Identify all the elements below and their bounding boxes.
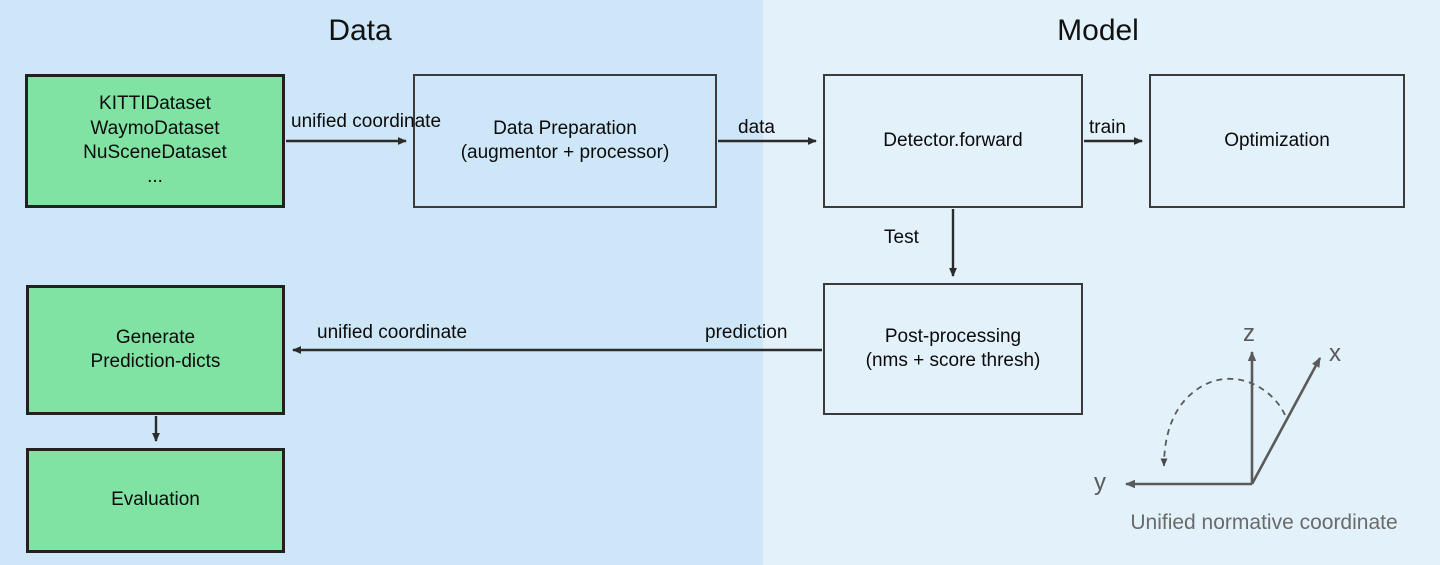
edge-label-train: train [1089, 117, 1126, 139]
node-evaluation[interactable]: Evaluation [26, 448, 285, 553]
node-post-processing-line-1: Post-processing [884, 325, 1022, 347]
edge-label-test: Test [884, 227, 919, 249]
model-section-background [763, 0, 1440, 565]
node-datasets-line-1: KITTIDataset [99, 93, 211, 115]
node-datasets[interactable]: KITTIDataset WaymoDataset NuSceneDataset… [25, 74, 285, 208]
edge-label-unified-top-line-2: coordinate [352, 111, 442, 132]
node-generate-line-1: Generate [115, 326, 196, 348]
node-post-processing[interactable]: Post-processing (nms + score thresh) [823, 283, 1083, 415]
node-optimization-line-1: Optimization [1224, 129, 1330, 151]
node-detector-forward-line-1: Detector.forward [883, 129, 1023, 151]
section-title-data: Data [328, 14, 392, 47]
coord-axis-label-y: y [1094, 469, 1106, 496]
node-generate-line-2: Prediction-dicts [90, 351, 221, 372]
edge-label-test-line-1: Test [884, 227, 919, 248]
node-generate-prediction-dicts[interactable]: Generate Prediction-dicts [26, 285, 285, 415]
coord-axis-label-z: z [1243, 320, 1255, 347]
node-data-preparation-line-2: (augmentor + processor) [460, 142, 670, 163]
coord-axis-label-x: x [1329, 340, 1341, 367]
node-data-preparation[interactable]: Data Preparation (augmentor + processor) [413, 74, 717, 208]
node-detector-forward[interactable]: Detector.forward [823, 74, 1083, 208]
node-datasets-line-2: WaymoDataset [90, 117, 220, 139]
edge-label-unified-coordinate-top: unified coordinate [291, 111, 441, 133]
coordinate-widget-caption: Unified normative coordinate [1130, 511, 1398, 534]
edge-label-prediction: prediction [705, 322, 787, 344]
edge-label-data: data [738, 117, 775, 139]
edge-label-unified-coordinate-bottom: unified coordinate [317, 322, 467, 344]
node-optimization[interactable]: Optimization [1149, 74, 1405, 208]
edge-label-unified-top-line-1: unified [291, 111, 347, 132]
node-data-preparation-line-1: Data Preparation [493, 117, 637, 139]
node-datasets-line-4: ... [147, 166, 163, 188]
edge-label-train-line-1: train [1089, 117, 1126, 138]
node-datasets-line-3: NuSceneDataset [83, 142, 227, 163]
edge-label-data-line-1: data [738, 117, 775, 138]
edge-label-prediction-line-1: prediction [705, 322, 788, 343]
node-post-processing-line-2: (nms + score thresh) [865, 350, 1041, 371]
node-evaluation-line-1: Evaluation [111, 489, 200, 511]
section-title-model: Model [1057, 14, 1139, 47]
edge-label-unified-bottom-line-2: coordinate [378, 322, 468, 343]
edge-label-unified-bottom-line-1: unified [317, 322, 373, 343]
